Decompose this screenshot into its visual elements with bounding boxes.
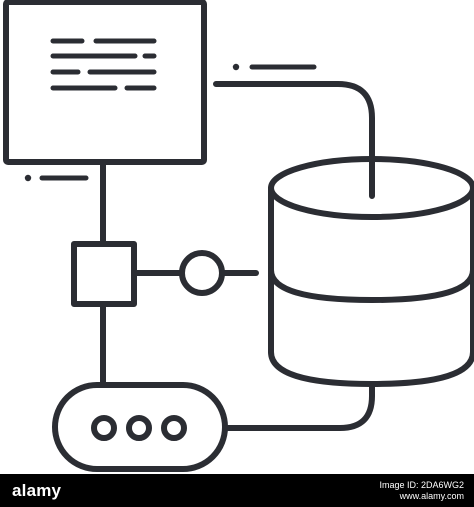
server-pill-icon [52,382,228,472]
document-window-icon [3,0,207,165]
site-url-text: www.alamy.com [399,490,464,501]
connector-caption-mark [232,63,317,71]
data-storage-flow-illustration [3,0,474,472]
window-to-database-connector [213,81,375,199]
brand-wordmark: alamy [12,480,62,500]
window-caption-mark [24,174,89,182]
image-info: Image ID: 2DA6WG2 www.alamy.com [379,480,464,502]
brand-logo: alamy [12,481,61,501]
node-square-icon [71,241,137,307]
node-circle-icon [179,250,225,296]
server-to-database-connector [223,383,375,431]
watermark-bar: alamy Image ID: 2DA6WG2 www.alamy.com [0,474,474,507]
image-id-text: Image ID: 2DA6WG2 [379,479,464,490]
